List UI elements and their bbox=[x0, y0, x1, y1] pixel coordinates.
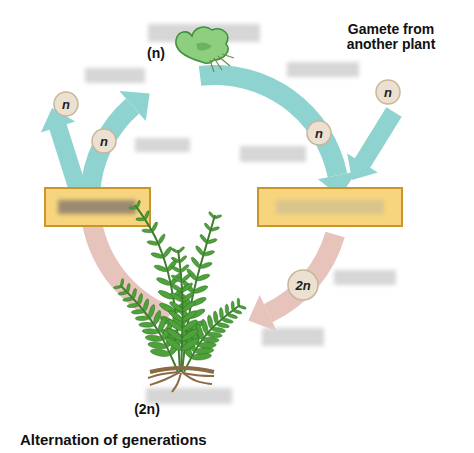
root bbox=[172, 373, 181, 392]
cycle-arrow bbox=[81, 211, 173, 325]
ploidy-circle: n bbox=[91, 128, 117, 154]
fern-leaflet bbox=[219, 307, 224, 319]
fern-leaflet bbox=[171, 265, 182, 273]
cycle-arrows bbox=[41, 65, 402, 331]
stage-box bbox=[258, 188, 402, 226]
arrow-head bbox=[119, 91, 149, 121]
fern-leaflet bbox=[131, 309, 144, 314]
fern-leaflet bbox=[137, 293, 143, 305]
fern-leaflet bbox=[180, 273, 191, 283]
root bbox=[183, 373, 214, 376]
fern-leaflet bbox=[132, 288, 138, 299]
fern-leaflet bbox=[123, 297, 134, 302]
fern-leaflet bbox=[170, 283, 183, 293]
fern-leaflet bbox=[142, 229, 153, 233]
fern-leaflet bbox=[206, 238, 217, 245]
fern-leaflet bbox=[193, 284, 209, 294]
fern-leaflet bbox=[129, 207, 137, 210]
fern-leaflet bbox=[135, 316, 149, 321]
fern-leaflet bbox=[168, 300, 183, 313]
ploidy-circle: 2n bbox=[287, 269, 319, 301]
cycle-arrow bbox=[80, 99, 139, 195]
fern-leaflet bbox=[216, 322, 230, 329]
arrow-head bbox=[248, 295, 276, 331]
fern-leaflet bbox=[181, 291, 195, 303]
ploidy-label: 2n bbox=[287, 269, 319, 301]
fern-leaflet bbox=[180, 264, 190, 273]
fern-leaflet bbox=[170, 274, 182, 283]
fern-leaflet bbox=[171, 256, 181, 263]
ploidy-label: (n) bbox=[136, 46, 176, 61]
fern-leaflet bbox=[151, 252, 165, 260]
cycle-arrow bbox=[347, 107, 401, 180]
fern-leaflet bbox=[231, 301, 234, 310]
gamete-note: Gamete from another plant bbox=[336, 22, 446, 53]
fern-leaflet bbox=[196, 273, 211, 282]
fern-leaflet bbox=[142, 298, 149, 312]
fern-leaflet bbox=[214, 214, 222, 219]
ploidy-label: n bbox=[91, 128, 117, 154]
fern-leaflet bbox=[237, 298, 240, 306]
fern-leaflet bbox=[151, 221, 159, 232]
fern-leaflet bbox=[136, 200, 141, 208]
fern-leaflet bbox=[136, 218, 145, 221]
fern-leaflet bbox=[221, 317, 233, 324]
ploidy-label: (2n) bbox=[122, 402, 172, 417]
fern-leaflet bbox=[171, 248, 179, 254]
ploidy-label: n bbox=[53, 91, 79, 117]
fern-leaflet bbox=[202, 337, 219, 343]
fern-leaflet bbox=[181, 300, 196, 313]
fern-leaflet bbox=[147, 240, 159, 246]
fern-leaflet bbox=[142, 328, 159, 334]
cycle-arrow bbox=[199, 65, 347, 177]
fern-leaflet bbox=[157, 233, 166, 245]
fern-leaflet bbox=[113, 285, 121, 289]
ploidy-circle: n bbox=[53, 91, 79, 117]
fern-sporophyte-illustration bbox=[113, 200, 246, 392]
ploidy-label: n bbox=[375, 79, 401, 105]
fern-leaflet bbox=[177, 246, 185, 253]
fern-leaflet bbox=[225, 304, 229, 315]
fern-leaflet bbox=[181, 282, 194, 293]
fern-leaflet bbox=[147, 341, 167, 350]
fern-leaflet bbox=[210, 226, 220, 232]
cycle-arrow bbox=[41, 108, 87, 193]
fern-leaflet bbox=[145, 334, 163, 342]
blank-placeholder bbox=[85, 24, 396, 404]
fern-leaflet bbox=[203, 250, 215, 257]
fern-leaflet bbox=[232, 309, 242, 315]
rhizome bbox=[150, 368, 214, 372]
fern-leaflet bbox=[199, 261, 213, 269]
fern-leaflet bbox=[144, 210, 150, 220]
fern-leaflet bbox=[150, 348, 171, 358]
fern-leaflet bbox=[156, 276, 172, 287]
fern-leaflet bbox=[147, 304, 156, 319]
fern-leaflet bbox=[227, 313, 238, 319]
cycle-arrow bbox=[264, 232, 345, 322]
fern-leaflet bbox=[198, 342, 216, 348]
diagram-title: Alternation of generations bbox=[20, 432, 320, 449]
ploidy-circle: n bbox=[375, 79, 401, 105]
fern-leaflet bbox=[162, 246, 173, 259]
fern-leaflet bbox=[238, 305, 246, 310]
ploidy-label: n bbox=[306, 120, 332, 146]
fern-leaflet bbox=[139, 322, 154, 327]
ploidy-circle: n bbox=[306, 120, 332, 146]
stage-box bbox=[45, 188, 150, 226]
fern-leaflet bbox=[179, 255, 188, 263]
fern-leaflet bbox=[126, 283, 131, 293]
fern-leaflet bbox=[207, 315, 214, 330]
fern-leaflet bbox=[213, 311, 219, 324]
fern-leaflet bbox=[120, 278, 124, 286]
fern-leaflet bbox=[127, 303, 139, 308]
fern-leaflet bbox=[118, 291, 128, 295]
fern-leaflet bbox=[169, 291, 183, 303]
fern-leaflet bbox=[153, 264, 168, 273]
gametophyte-illustration bbox=[176, 27, 234, 72]
